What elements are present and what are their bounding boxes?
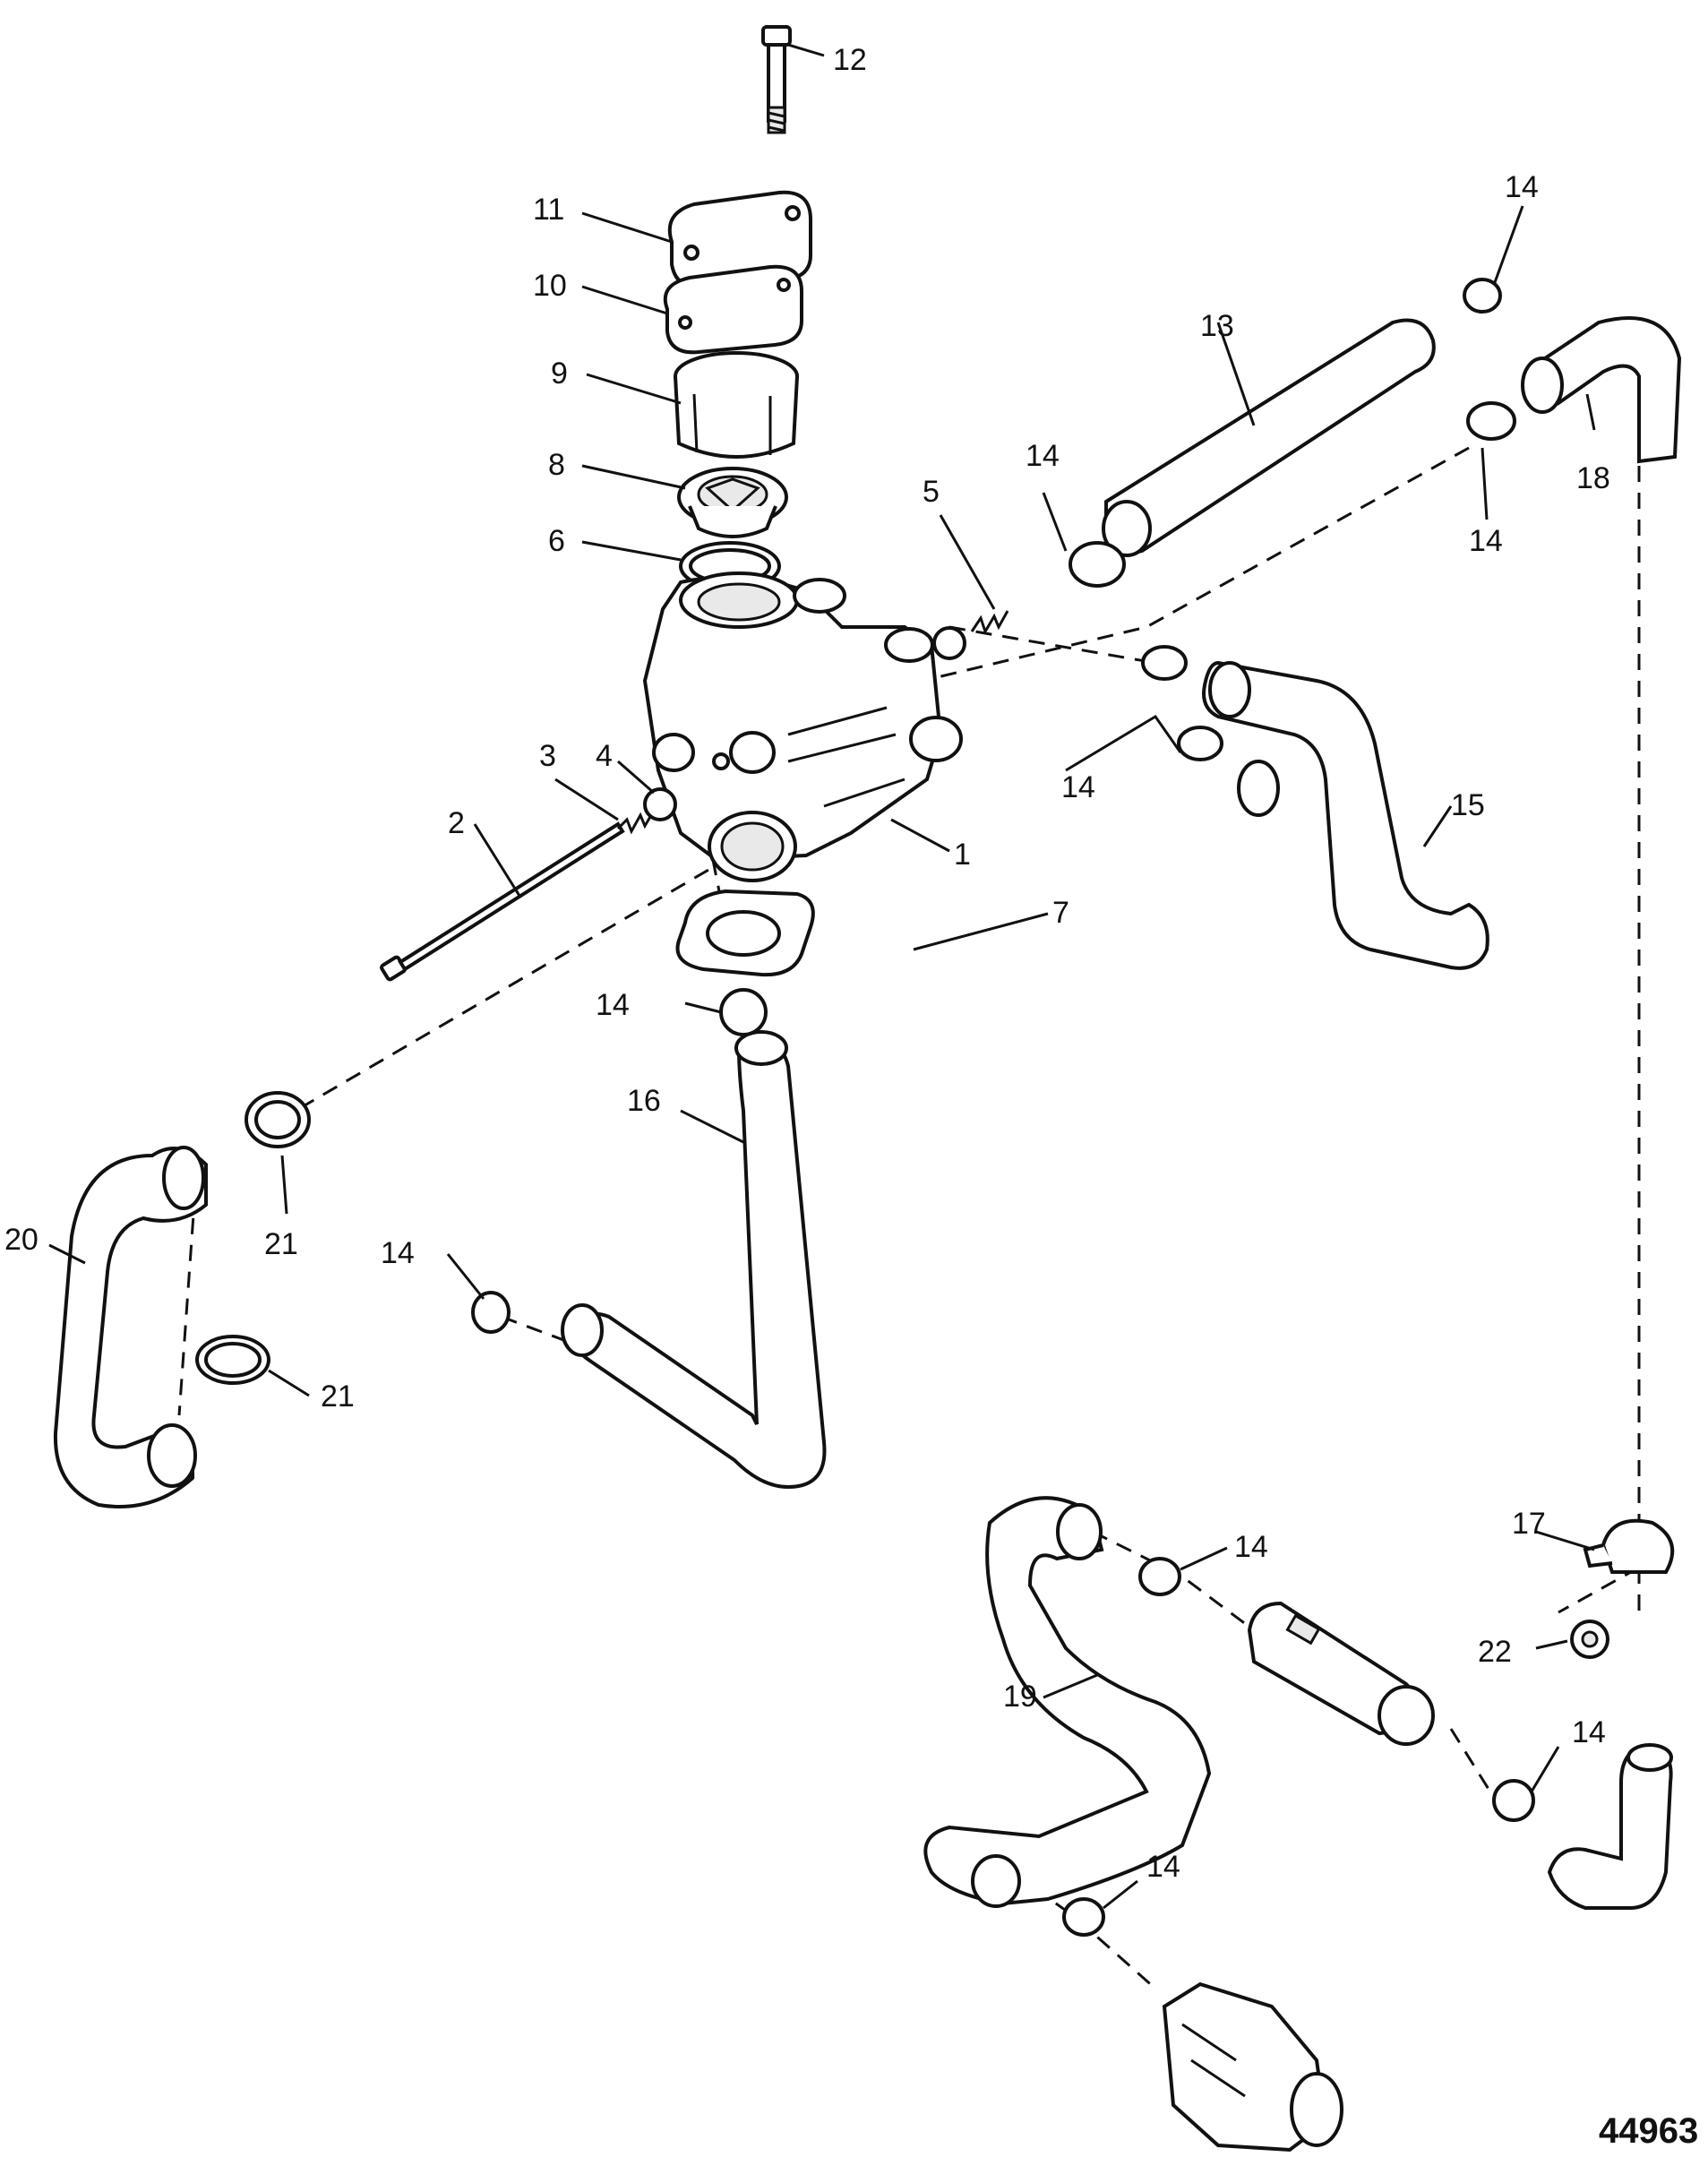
callout-9: 9 (551, 357, 568, 391)
callout-5: 5 (923, 475, 940, 509)
callout-21-b: 21 (321, 1379, 355, 1414)
part-9-thermostat-housing-sleeve (674, 351, 799, 459)
callout-14-h: 14 (1572, 1715, 1606, 1749)
clamp-14-c (1466, 401, 1516, 441)
callout-3: 3 (539, 739, 556, 773)
callout-12: 12 (833, 43, 867, 77)
part-2-long-bolt (380, 821, 625, 982)
callout-7: 7 (1052, 896, 1069, 930)
callout-1: 1 (954, 838, 971, 872)
clamp-14-j (1062, 1897, 1105, 1937)
part-8-thermostat (677, 467, 788, 538)
part-19-bent-hose (923, 1496, 1212, 1908)
part-12-bolt (761, 25, 792, 134)
callout-6: 6 (548, 524, 565, 558)
part-16-u-hose (561, 1030, 827, 1490)
callout-19: 19 (1003, 1680, 1037, 1714)
callout-14-d: 14 (1061, 770, 1095, 804)
part-7-gasket (675, 889, 815, 977)
clamp-14-a (1069, 541, 1126, 588)
assembly-guide-lines (177, 446, 1641, 1990)
callout-4: 4 (596, 739, 613, 773)
clamp-14-d (1141, 645, 1188, 681)
part-17-bracket-clamp (1583, 1518, 1675, 1574)
clamp-14-b (1463, 278, 1502, 314)
clamp-14-i (1492, 1779, 1535, 1822)
clamp-14-f (719, 988, 768, 1036)
callout-13: 13 (1200, 309, 1234, 343)
callout-14-f: 14 (381, 1236, 415, 1270)
callout-17: 17 (1512, 1507, 1546, 1541)
callout-11: 11 (533, 193, 564, 227)
leader-lines (48, 43, 1596, 1910)
callout-2: 2 (448, 806, 465, 840)
cooling-component-cylinder (1247, 1601, 1435, 1746)
callout-14-a: 14 (1505, 170, 1539, 204)
hose-clamps-21 (195, 1091, 311, 1385)
callout-22: 22 (1478, 1635, 1512, 1669)
part-10-gasket (663, 264, 803, 355)
pump-assembly (1162, 1981, 1343, 2153)
part-15-bent-hose (1202, 660, 1489, 970)
part-22-nut (1570, 1620, 1609, 1659)
callout-10: 10 (533, 269, 567, 303)
callout-14-i: 14 (1146, 1850, 1180, 1884)
callout-21-a: 21 (264, 1227, 298, 1261)
callout-14-c: 14 (1026, 439, 1060, 473)
callout-14-b: 14 (1469, 524, 1503, 558)
part-18-elbow-hose (1521, 316, 1682, 464)
callout-labels: 12 11 10 9 8 6 5 4 3 2 1 7 13 14 18 14 1… (4, 43, 1610, 1884)
part-1-thermostat-housing (642, 571, 963, 882)
callout-14-e: 14 (596, 988, 630, 1022)
clamp-14-h (1138, 1557, 1181, 1596)
callout-20: 20 (4, 1223, 39, 1257)
part-3-spring (616, 810, 656, 835)
part-5-spring (932, 610, 1009, 660)
hose-clamps-14 (471, 278, 1535, 1937)
callout-14-g: 14 (1234, 1530, 1268, 1564)
clamp-14-e (1177, 726, 1223, 761)
callout-8: 8 (548, 448, 565, 482)
part-4-ball (643, 787, 677, 821)
part-20-s-hose (53, 1146, 208, 1508)
figure-number: 44963 (1599, 2111, 1698, 2151)
lower-right-elbow-hose (1547, 1743, 1673, 1910)
callout-18: 18 (1576, 461, 1610, 495)
callout-16: 16 (627, 1084, 661, 1118)
part-13-hose (1102, 318, 1436, 557)
callout-15: 15 (1451, 788, 1485, 822)
clamp-14-g (471, 1291, 511, 1334)
